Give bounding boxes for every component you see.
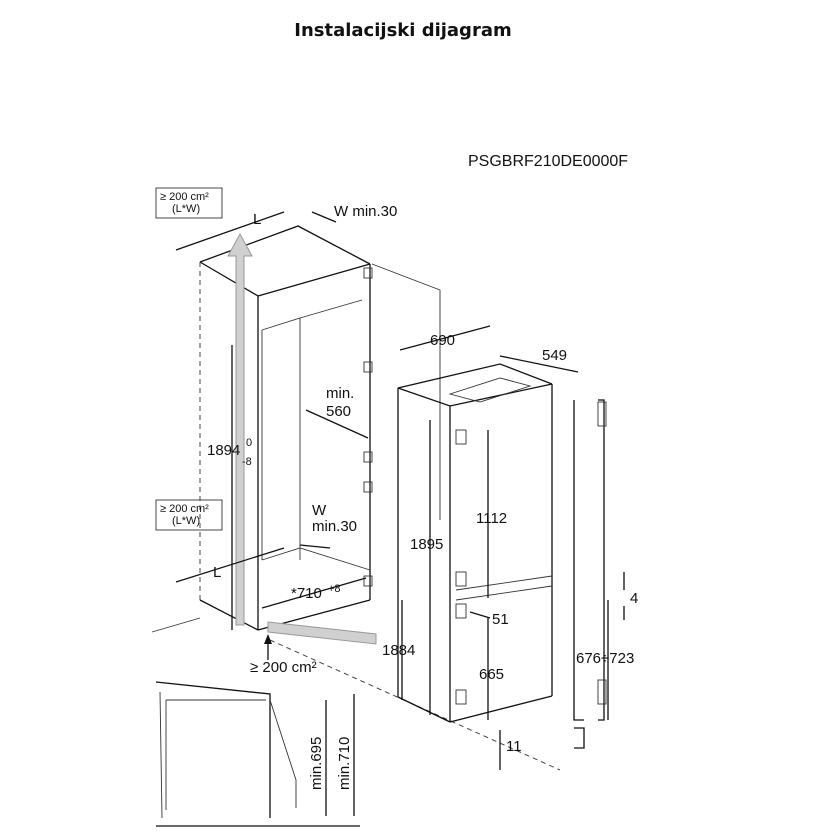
dim-1894-tolerance-up: 0 [246, 437, 252, 449]
vent-bottom-area: ≥ 200 cm² [250, 659, 317, 676]
dim-L-top: L [253, 211, 261, 228]
dim-W-mid-a: W [312, 502, 327, 519]
dim-L-mid: L [213, 564, 221, 581]
vent-mid-box [155, 499, 223, 531]
vent-mid-area: ≥ 200 cm² [160, 503, 209, 515]
dim-1895: 1895 [410, 536, 443, 553]
dim-1884: 1884 [382, 642, 415, 659]
dim-W-top: W min.30 [334, 203, 397, 220]
dim-min-695: min.695 [308, 737, 325, 790]
vent-top-box [155, 187, 223, 219]
dim-min-560-a: min. [326, 385, 354, 402]
dim-710: *710 [291, 585, 322, 602]
dim-51: 51 [492, 611, 509, 628]
dim-710-tolerance: +8 [328, 583, 341, 595]
dim-W-mid-b: min.30 [312, 518, 357, 535]
dim-1112: 1112 [476, 510, 507, 527]
dim-676-723: 676÷723 [576, 650, 634, 667]
vent-mid-lw: (L*W) [172, 515, 200, 527]
vent-top-lw: (L*W) [172, 203, 200, 215]
dim-11: 11 [506, 738, 522, 755]
airflow-arrows [227, 232, 377, 645]
vent-top-area: ≥ 200 cm² [160, 191, 209, 203]
page-title: Instalacijski dijagram [294, 20, 512, 41]
door-profile [573, 399, 607, 749]
dim-height-1894: 1894 [207, 442, 240, 459]
model-number: PSGBRF210DE0000F [468, 153, 628, 170]
fridge-outline [397, 363, 553, 723]
dim-549: 549 [542, 347, 567, 364]
dim-4: 4 [630, 590, 638, 607]
dim-665: 665 [479, 666, 504, 683]
cross-section [155, 681, 360, 827]
dim-min-560-b: 560 [326, 403, 351, 420]
dim-1894-tolerance-down: -8 [242, 456, 252, 468]
dim-min-710: min.710 [336, 737, 353, 790]
dim-690: 690 [430, 332, 455, 349]
